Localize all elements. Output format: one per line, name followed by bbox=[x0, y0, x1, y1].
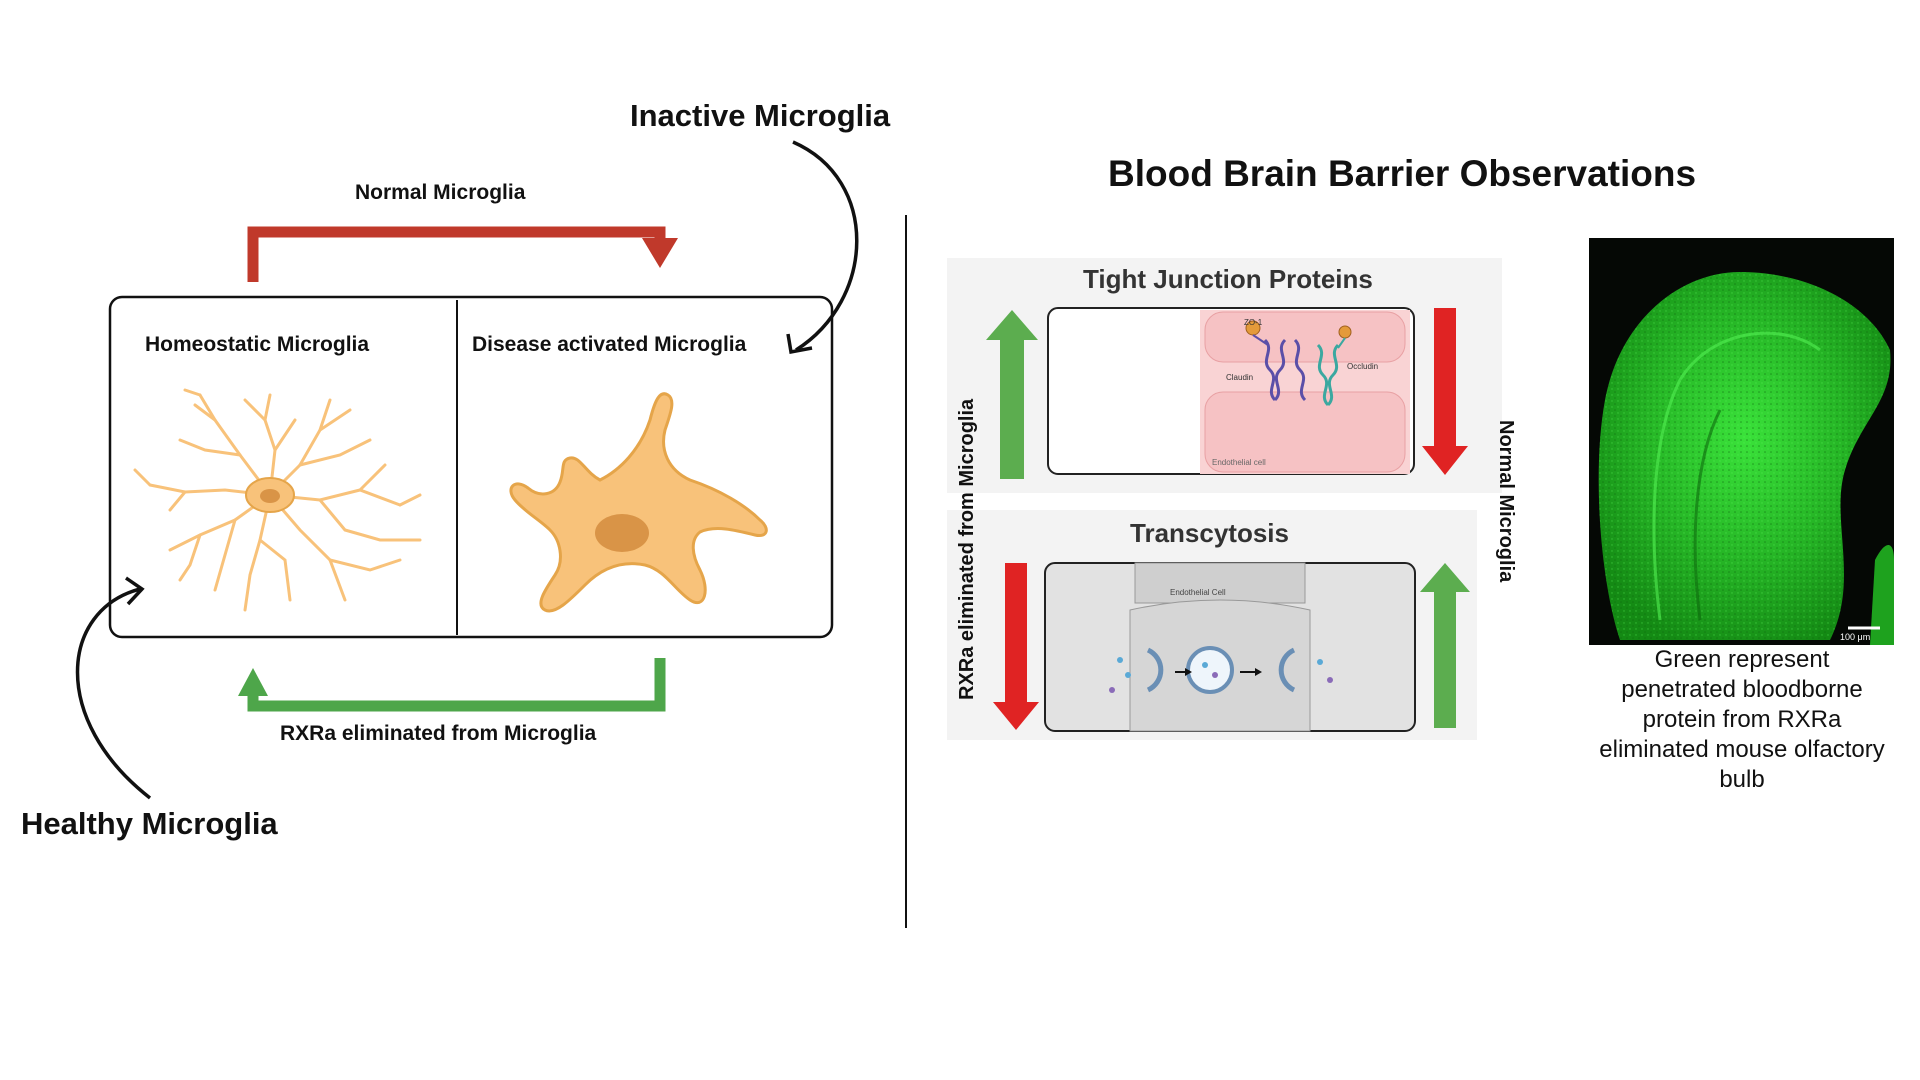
normal-microglia-arrow-label: Normal Microglia bbox=[355, 181, 526, 204]
tight-junction-title: Tight Junction Proteins bbox=[1083, 264, 1373, 294]
olfactory-bulb-fluorescence-image bbox=[1589, 238, 1894, 645]
scale-bar-label: 100 μm bbox=[1840, 632, 1871, 642]
bbb-title: Blood Brain Barrier Observations bbox=[1108, 153, 1697, 194]
homeostatic-label: Homeostatic Microglia bbox=[145, 333, 370, 356]
disease-activated-label: Disease activated Microglia bbox=[472, 333, 747, 356]
tc-endothelial-label: Endothelial Cell bbox=[1170, 588, 1226, 597]
zo1-label: ZO-1 bbox=[1244, 318, 1263, 327]
rxra-arrow-label: RXRa eliminated from Microglia bbox=[280, 722, 597, 745]
tc-rxra-down-arrow bbox=[993, 563, 1039, 730]
homeostatic-microglia-cell bbox=[133, 388, 422, 612]
rxra-eliminated-arrow bbox=[238, 658, 666, 712]
transcytosis-title: Transcytosis bbox=[1130, 518, 1289, 548]
healthy-curve-arrow bbox=[75, 576, 152, 800]
normal-microglia-arrow bbox=[247, 226, 678, 282]
rxra-side-label: RXRa eliminated from Microglia bbox=[956, 398, 978, 700]
healthy-microglia-label: Healthy Microglia bbox=[21, 806, 278, 841]
claudin-protein bbox=[1263, 338, 1307, 402]
tj-rxra-up-arrow bbox=[986, 310, 1038, 479]
claudin-label: Claudin bbox=[1226, 373, 1254, 382]
normal-side-label: Normal Microglia bbox=[1495, 420, 1517, 583]
occludin-label: Occludin bbox=[1347, 362, 1379, 371]
inactive-curve-arrow bbox=[786, 140, 859, 355]
inactive-microglia-label: Inactive Microglia bbox=[630, 98, 891, 133]
disease-activated-microglia-cell bbox=[509, 392, 768, 613]
tc-normal-up-arrow bbox=[1420, 563, 1470, 728]
vesicle-sequence bbox=[1109, 646, 1333, 694]
tj-endothelial-label: Endothelial cell bbox=[1212, 458, 1266, 467]
tj-normal-down-arrow bbox=[1422, 308, 1468, 475]
fluorescence-caption: Green represent penetrated bloodborne pr… bbox=[1599, 646, 1885, 793]
occludin-protein bbox=[1316, 343, 1340, 407]
